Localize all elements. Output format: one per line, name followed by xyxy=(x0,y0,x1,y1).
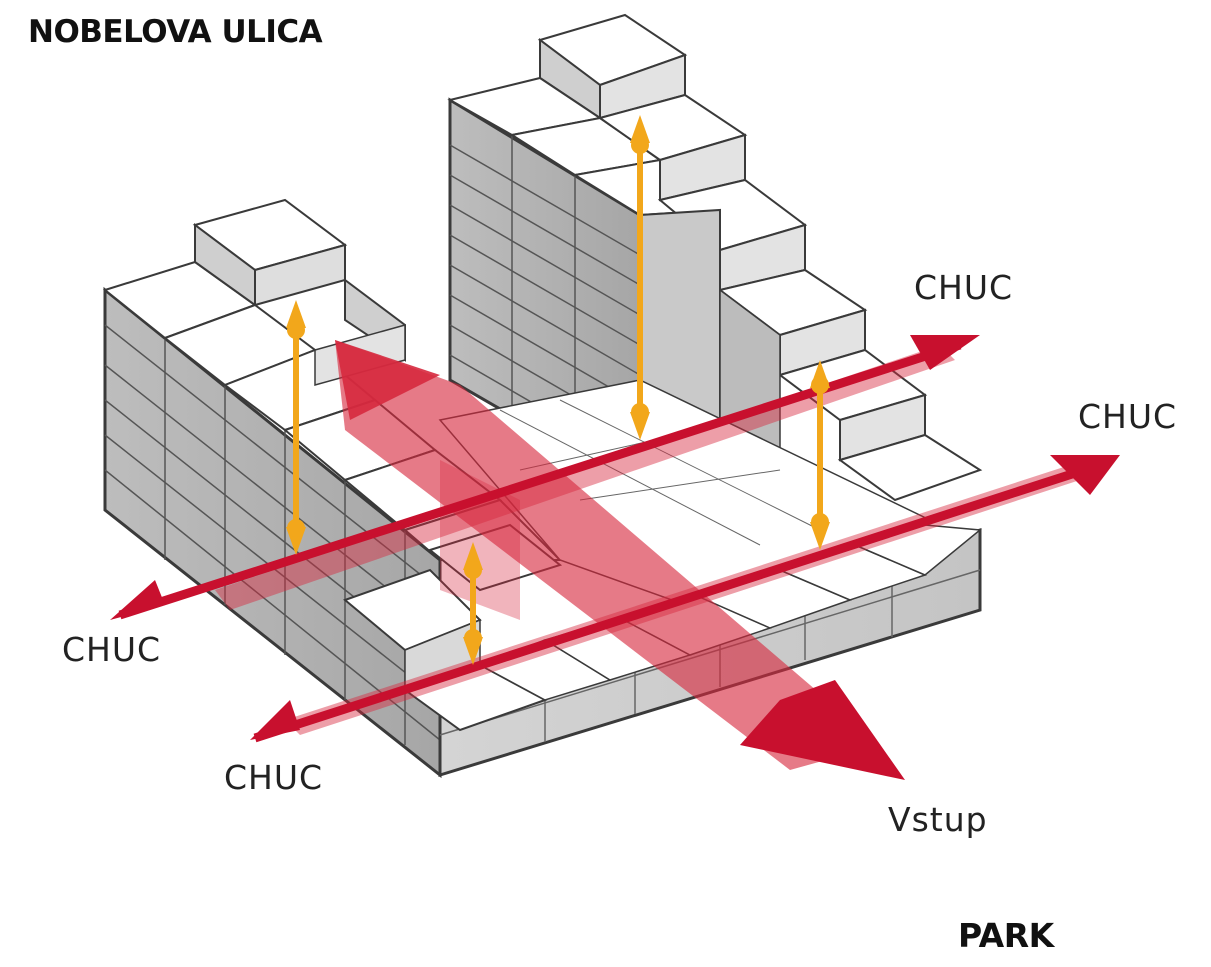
street-label: NOBELOVA ULICA xyxy=(28,14,323,50)
corridor-label-top-right: CHUC xyxy=(914,268,1014,307)
left-wing-block xyxy=(102,198,563,779)
entry-label: Vstup xyxy=(888,800,988,839)
vertical-circulation-arrows xyxy=(286,115,830,665)
corridor-label-right: CHUC xyxy=(1078,397,1178,436)
corridor-label-left: CHUC xyxy=(62,630,162,669)
corridor-label-bottom-left: CHUC xyxy=(224,758,324,797)
park-label: PARK xyxy=(958,916,1054,955)
